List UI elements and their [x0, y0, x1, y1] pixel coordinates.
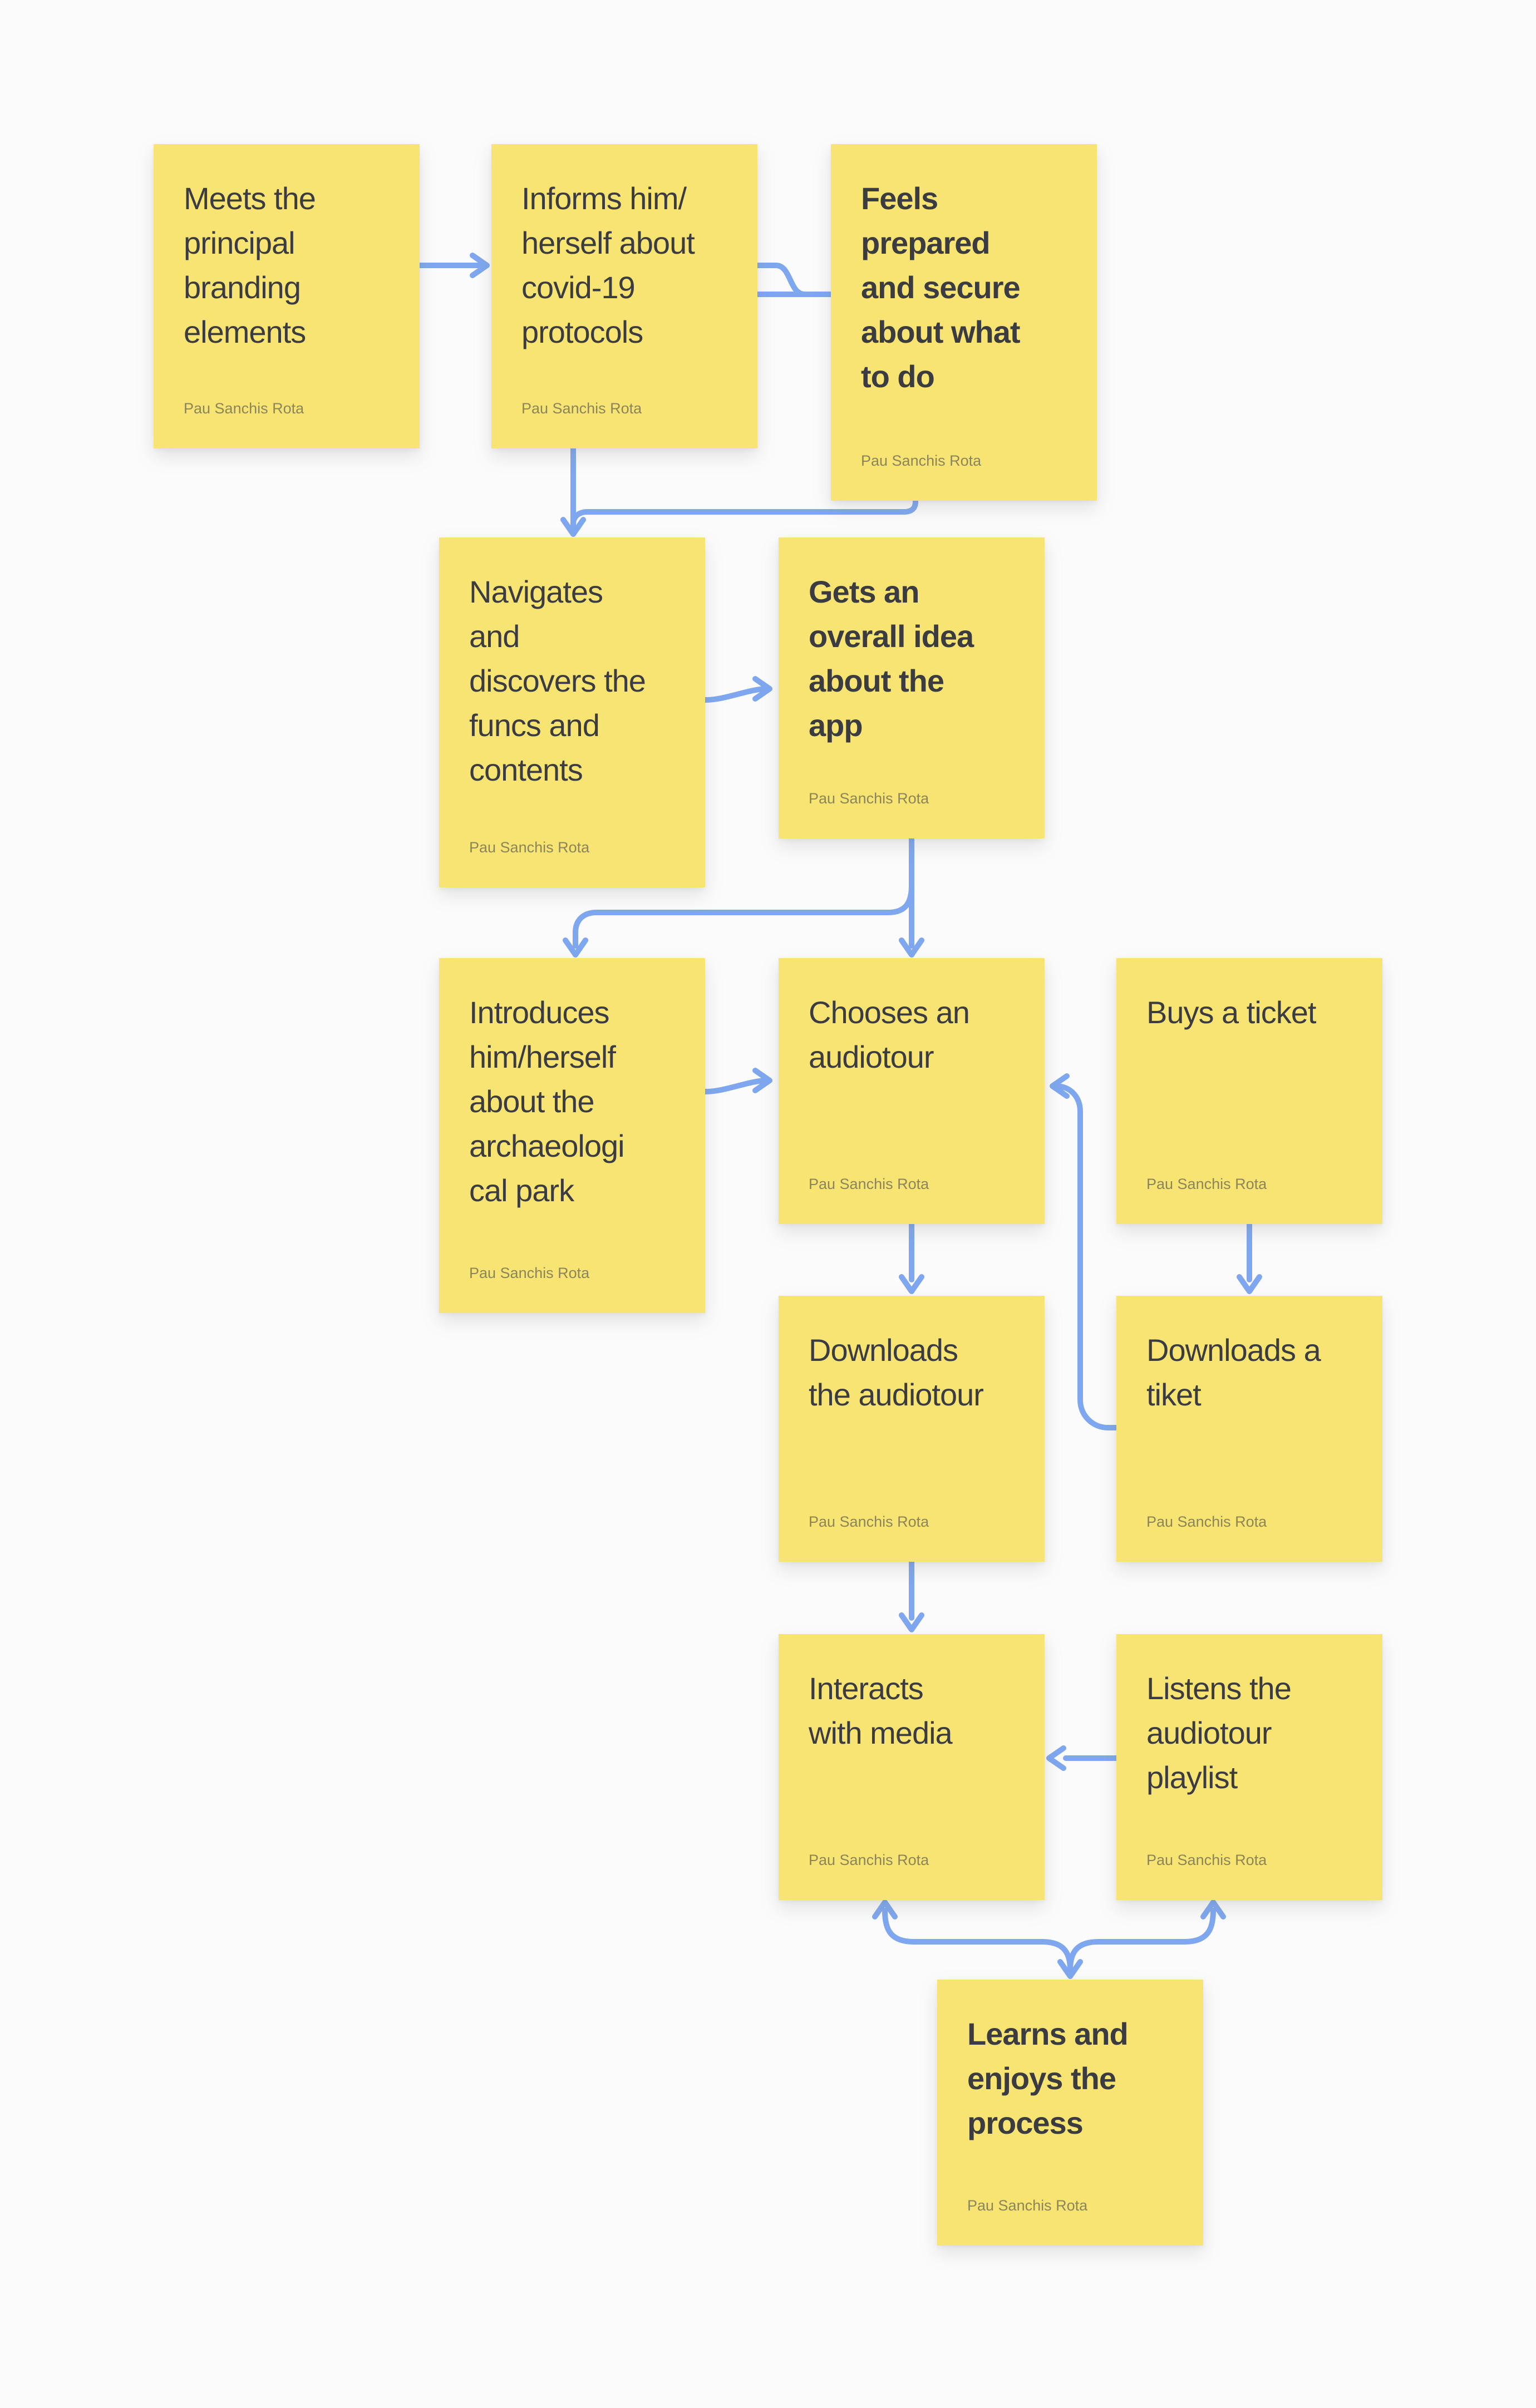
connector-line — [573, 883, 914, 949]
sticky-note-buys-ticket[interactable]: Buys a ticket Pau Sanchis Rota — [1116, 958, 1382, 1224]
note-author: Pau Sanchis Rota — [469, 1265, 590, 1281]
sticky-note-meets-branding[interactable]: Meets the principal branding elements Pa… — [154, 144, 420, 448]
connector-chooses-to-downloads[interactable] — [899, 1221, 924, 1294]
arrowhead-right-icon — [752, 1068, 772, 1093]
sticky-note-downloads-tiket[interactable]: Downloads a tiket Pau Sanchis Rota — [1116, 1296, 1382, 1562]
note-author: Pau Sanchis Rota — [521, 400, 642, 417]
sticky-note-overall-idea[interactable]: Gets an overall idea about the app Pau S… — [779, 537, 1045, 838]
sticky-note-informs-covid[interactable]: Informs him/ herself about covid-19 prot… — [491, 144, 757, 448]
note-text: Meets the principal branding elements — [184, 181, 316, 349]
connector-line — [1067, 1908, 1216, 1972]
arrowhead-down-icon — [560, 517, 586, 537]
note-text: Listens the audiotour playlist — [1146, 1671, 1292, 1795]
note-text: Introduces him/herself about the archaeo… — [469, 995, 625, 1208]
arrowhead-up-icon — [872, 1899, 898, 1920]
arrowhead-right-icon — [470, 253, 490, 278]
note-text: Navigates and discovers the funcs and co… — [469, 574, 646, 787]
connector-line — [882, 1908, 1073, 1972]
note-text: Chooses an audiotour — [809, 995, 970, 1074]
note-text: Gets an overall idea about the app — [809, 574, 974, 743]
sticky-note-navigates-discovers[interactable]: Navigates and discovers the funcs and co… — [439, 537, 705, 887]
connector-listens-to-interacts[interactable] — [1046, 1745, 1119, 1771]
sticky-note-introduces-park[interactable]: Introduces him/herself about the archaeo… — [439, 958, 705, 1313]
note-author: Pau Sanchis Rota — [1146, 1852, 1267, 1868]
note-author: Pau Sanchis Rota — [809, 1852, 929, 1868]
connector-line — [702, 1078, 770, 1094]
connector-downloads-to-interacts[interactable] — [899, 1559, 924, 1632]
arrowhead-down-icon — [1237, 1274, 1262, 1294]
arrowhead-left-icon — [1050, 1073, 1070, 1099]
note-text: Buys a ticket — [1146, 995, 1316, 1030]
note-author: Pau Sanchis Rota — [967, 2197, 1088, 2214]
connector-informs-to-feels[interactable] — [755, 263, 834, 297]
note-author: Pau Sanchis Rota — [1146, 1513, 1267, 1530]
connector-line — [702, 686, 770, 703]
note-author: Pau Sanchis Rota — [809, 1513, 929, 1530]
connector-meets-to-informs[interactable] — [417, 253, 490, 278]
note-author: Pau Sanchis Rota — [469, 839, 590, 856]
arrowhead-left-icon — [1046, 1745, 1066, 1771]
note-text: Interacts with media — [809, 1671, 953, 1750]
arrowhead-down-icon — [563, 937, 588, 958]
arrowhead-down-icon — [899, 1274, 924, 1294]
connector-introduces-to-chooses[interactable] — [702, 1068, 772, 1094]
arrowhead-right-icon — [752, 676, 772, 702]
arrowhead-down-icon — [899, 1612, 924, 1632]
connector-line — [570, 498, 918, 527]
connector-navigates-to-idea[interactable] — [702, 676, 772, 703]
sticky-note-downloads-audiotour[interactable]: Downloads the audiotour Pau Sanchis Rota — [779, 1296, 1045, 1562]
connector-tiket-to-chooses-loop[interactable] — [1050, 1073, 1119, 1430]
connector-learns-junction[interactable] — [872, 1899, 1226, 1979]
note-text: Informs him/ herself about covid-19 prot… — [521, 181, 695, 349]
arrowhead-down-icon — [1057, 1959, 1083, 1979]
note-text: Downloads a tiket — [1146, 1333, 1321, 1412]
note-author: Pau Sanchis Rota — [861, 452, 982, 469]
note-author: Pau Sanchis Rota — [809, 1176, 929, 1192]
note-author: Pau Sanchis Rota — [184, 400, 304, 417]
connector-line — [755, 263, 808, 297]
note-text: Learns and enjoys the process — [967, 2016, 1129, 2140]
sticky-note-feels-prepared[interactable]: Feels prepared and secure about what to … — [831, 144, 1097, 501]
connector-idea-to-introduces[interactable] — [563, 883, 914, 958]
note-text: Downloads the audiotour — [809, 1333, 984, 1412]
sticky-note-chooses-audiotour[interactable]: Chooses an audiotour Pau Sanchis Rota — [779, 958, 1045, 1224]
note-text: Feels prepared and secure about what to … — [861, 181, 1021, 394]
sticky-note-listens-playlist[interactable]: Listens the audiotour playlist Pau Sanch… — [1116, 1634, 1382, 1900]
note-author: Pau Sanchis Rota — [1146, 1176, 1267, 1192]
connector-line — [1052, 1083, 1119, 1430]
sticky-note-interacts-media[interactable]: Interacts with media Pau Sanchis Rota — [779, 1634, 1045, 1900]
note-author: Pau Sanchis Rota — [809, 790, 929, 807]
connector-buys-to-tiket[interactable] — [1237, 1221, 1262, 1294]
arrowhead-up-icon — [1200, 1899, 1226, 1920]
arrowhead-down-icon — [899, 937, 924, 958]
sticky-note-learns-enjoys[interactable]: Learns and enjoys the process Pau Sanchi… — [937, 1980, 1203, 2246]
connector-informs-feels-to-navigates[interactable] — [560, 446, 918, 537]
